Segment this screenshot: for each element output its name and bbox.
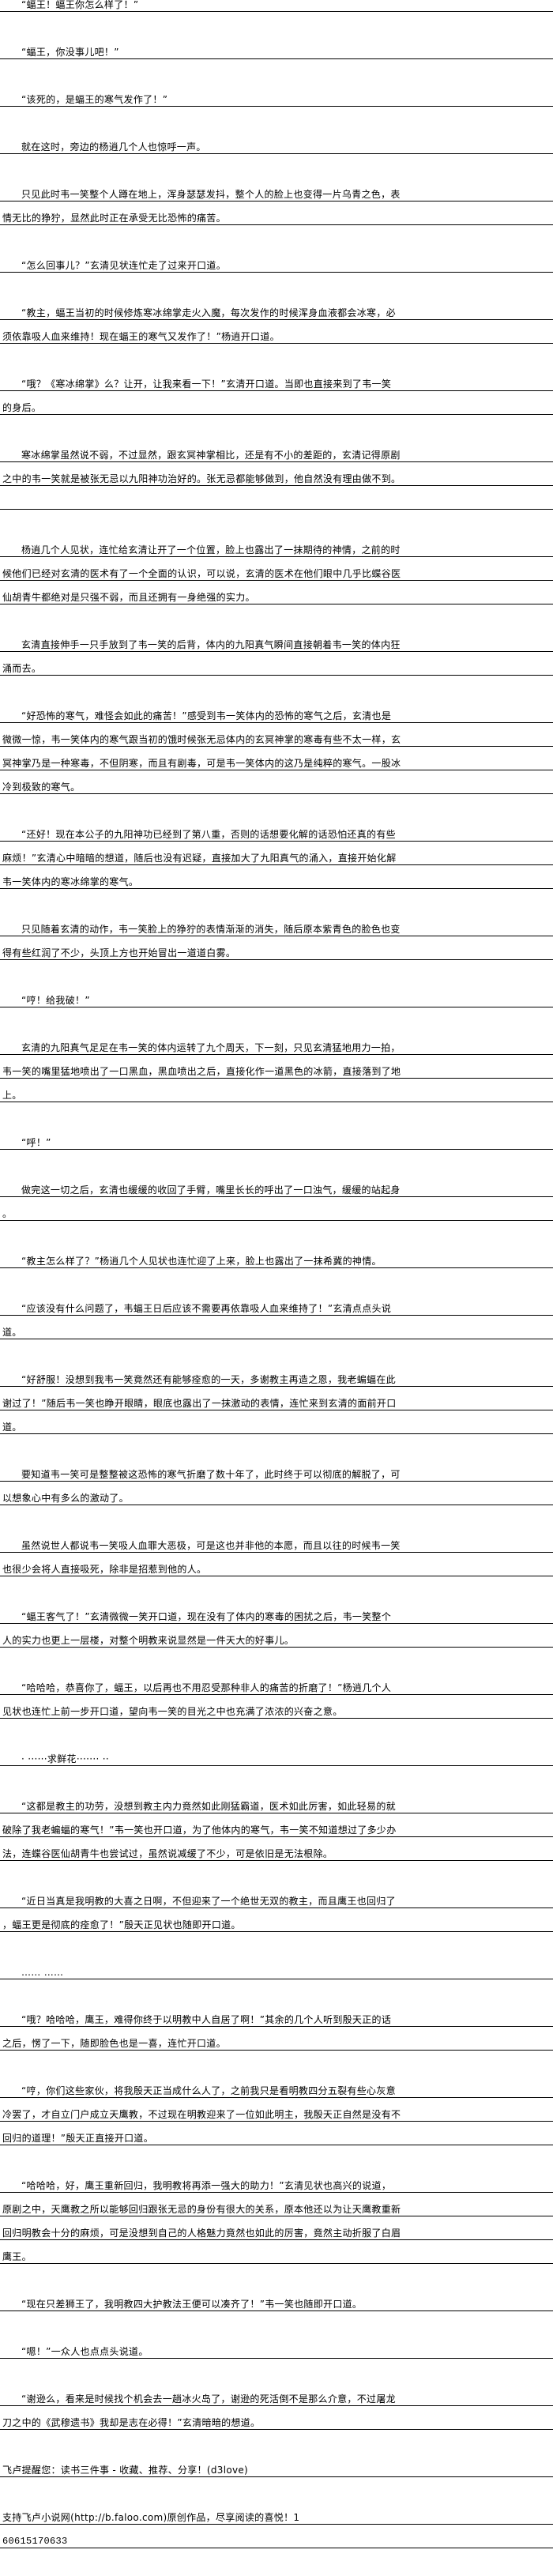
paragraph-line: 破除了我老蝙蝠的寒气！”韦一笑也开口道，为了他体内的寒气，韦一笑不知道想过了多少… bbox=[0, 1825, 553, 1837]
paragraph-line: 法，连蝶谷医仙胡青牛也尝试过，虽然说减缓了不少，可是依旧是无法根除。 bbox=[0, 1848, 553, 1861]
paragraph-line: 涌而去。 bbox=[0, 663, 553, 676]
paragraph-first-line: “哦？《寒冰绵掌》么？让开，让我来看一下！”玄清开口道。当即也直接来到了韦一笑 bbox=[0, 378, 553, 391]
paragraph-first-line: “蝠王客气了！”玄清微微一笑开口道，现在没有了体内的寒毒的困扰之后，韦一笑整个 bbox=[0, 1611, 553, 1624]
paragraph-first-line: “哈哈哈，好，鹰王重新回归，我明教将再添一强大的助力！”玄清见状也高兴的说道， bbox=[0, 2180, 553, 2193]
paragraph-line: 候他们已经对玄清的医术有了一个全面的认识，可以说，玄清的医术在他们眼中几乎比蝶谷… bbox=[0, 568, 553, 581]
paragraph-line: 上。 bbox=[0, 1090, 553, 1102]
paragraph-line: 麻烦！”玄清心中暗暗的想道，随后也没有迟疑，直接加大了九阳真气的涌入，直接开始化… bbox=[0, 853, 553, 865]
paragraph-line: 冷到极致的寒气。 bbox=[0, 781, 553, 794]
paragraph-line: 之中的韦一笑就是被张无忌以九阳神功治好的。张无忌都能够做到，他自然没有理由做不到… bbox=[0, 473, 553, 486]
paragraph-line: 微微一惊，韦一笑体内的寒气跟当初的饿时候张无忌体内的玄冥神掌的寒毒有些不太一样，… bbox=[0, 734, 553, 747]
paragraph-first-line: “哼，你们这些家伙，将我殷天正当成什么人了，之前我只是看明教四分五裂有些心灰意 bbox=[0, 2085, 553, 2098]
paragraph-first-line: “还好！现在本公子的九阳神功已经到了第八重，否则的话想要化解的话恐怕还真的有些 bbox=[0, 829, 553, 842]
paragraph-first-line: 玄清直接伸手一只手放到了韦一笑的后背，体内的九阳真气瞬间直接朝着韦一笑的体内狂 bbox=[0, 639, 553, 652]
paragraph-line: 道。 bbox=[0, 1422, 553, 1434]
paragraph-first-line: “现在只差狮王了，我明教四大护教法王便可以凑齐了！”韦一笑也随即开口道。 bbox=[0, 2299, 553, 2311]
paragraph-first-line: “教主，蝠王当初的时候修炼寒冰绵掌走火入魔，每次发作的时候浑身血液都会冰寒，必 bbox=[0, 307, 553, 320]
empty-ruled-line bbox=[0, 497, 553, 510]
paragraph-first-line: 要知道韦一笑可是整整被这恐怖的寒气折磨了数十年了，此时终于可以彻底的解脱了，可 bbox=[0, 1469, 553, 1482]
paragraph-first-line: …… …… bbox=[0, 1967, 553, 1979]
paragraph-line: 冷罢了，才自立门户成立天鹰教，不过现在明教迎来了一位如此明主，我殷天正自然是没有… bbox=[0, 2109, 553, 2122]
footer-line: 支持飞卢小说网(http://b.faloo.com)原创作品，尽享阅读的喜悦！… bbox=[0, 2512, 553, 2525]
paragraph-first-line: “嗯！”一众人也点点头说道。 bbox=[0, 2346, 553, 2359]
paragraph-first-line: “蝠王！蝠王你怎么样了！” bbox=[0, 0, 553, 12]
paragraph-first-line: 玄清的九阳真气足足在韦一笑的体内运转了九个周天，下一刻，只见玄清猛地用力一拍， bbox=[0, 1042, 553, 1055]
paragraph-line: 韦一笑体内的寒冰绵掌的寒气。 bbox=[0, 876, 553, 889]
paragraph-line: ，蝠王更是彻底的痊愈了！”殷天正见状也随即开口道。 bbox=[0, 1919, 553, 1932]
paragraph-line: 冥神掌乃是一种寒毒，不但阴寒，而且有剧毒，可是韦一笑体内的这乃是纯粹的寒气。一股… bbox=[0, 758, 553, 770]
paragraph-line: 之后，愣了一下，随即脸色也是一喜，连忙开口道。 bbox=[0, 2038, 553, 2051]
paragraph-line: 见状也连忙上前一步开口道，望向韦一笑的目光之中也充满了浓浓的兴奋之意。 bbox=[0, 1706, 553, 1719]
paragraph-line: 原剧之中，天鹰教之所以能够回归跟张无忌的身份有很大的关系，原本他还以为让天鹰教重… bbox=[0, 2204, 553, 2216]
paragraph-line: 道。 bbox=[0, 1327, 553, 1339]
paragraph-first-line: “呼！” bbox=[0, 1137, 553, 1150]
paragraph-line: 须依靠吸人血来维持！现在蝠王的寒气又发作了！”杨逍开口道。 bbox=[0, 331, 553, 344]
paragraph-line: 也很少会将人直接吸死，除非是招惹到他的人。 bbox=[0, 1564, 553, 1576]
paragraph-first-line: “这都是教主的功劳，没想到教主内力竟然如此刚猛霸道，医术如此厉害，如此轻易的就 bbox=[0, 1801, 553, 1813]
paragraph-first-line: 虽然说世人都说韦一笑吸人血罪大恶极，可是这也并非他的本愿，而且以往的时候韦一笑 bbox=[0, 1540, 553, 1553]
paragraph-first-line: 只见随着玄清的动作，韦一笑脸上的狰狞的表情渐渐的消失，随后原本紫青色的脸色也变 bbox=[0, 924, 553, 936]
paragraph-line: 刀之中的《武穆遗书》我却是志在必得！”玄清暗暗的想道。 bbox=[0, 2417, 553, 2430]
paragraph-line: 得有些红润了不少，头顶上方也开始冒出一道道白雾。 bbox=[0, 947, 553, 960]
paragraph-first-line: 寒冰绵掌虽然说不弱，不过显然，跟玄冥神掌相比，还是有不小的差距的，玄清记得原剧 bbox=[0, 450, 553, 462]
paragraph-first-line: “应该没有什么问题了，韦蝠王日后应该不需要再依靠吸人血来维持了！”玄清点点头说 bbox=[0, 1303, 553, 1316]
paragraph-first-line: “好舒服！没想到我韦一笑竟然还有能够痊愈的一天，多谢教主再造之恩，我老蝙蝠在此 bbox=[0, 1374, 553, 1387]
footer-line: 60615170633 bbox=[0, 2536, 553, 2548]
paragraph-line: 人的实力也更上一层楼，对整个明教来说显然是一件天大的好事儿。 bbox=[0, 1635, 553, 1648]
paragraph-line: 情无比的狰狞，显然此时正在承受无比恐怖的痛苦。 bbox=[0, 213, 553, 225]
footer-line: 飞卢提醒您：读书三件事 - 收藏、推荐、分享！(d3love) bbox=[0, 2465, 553, 2477]
paragraph-line: 回归明教会十分的麻烦，可是没想到自己的人格魅力竟然也如此的厉害，竟然主动折服了白… bbox=[0, 2228, 553, 2240]
paragraph-first-line: “哈哈哈，恭喜你了，蝠王，以后再也不用忍受那种非人的痛苦的折磨了！”杨逍几个人 bbox=[0, 1682, 553, 1695]
paragraph-line: 以想象心中有多么的激动了。 bbox=[0, 1493, 553, 1505]
paragraph-first-line: “怎么回事儿？”玄清见状连忙走了过来开口道。 bbox=[0, 260, 553, 273]
paragraph-first-line: “该死的，是蝠王的寒气发作了！” bbox=[0, 94, 553, 107]
paragraph-first-line: 就在这时，旁边的杨逍几个人也惊呼一声。 bbox=[0, 141, 553, 154]
paragraph-line: 回归的道理！”殷天正直接开口道。 bbox=[0, 2133, 553, 2145]
paragraph-line: 的身后。 bbox=[0, 402, 553, 415]
paragraph-first-line: “谢逊么，看来是时候找个机会去一趟冰火岛了，谢逊的死活倒不是那么介意，不过屠龙 bbox=[0, 2393, 553, 2406]
paragraph-first-line: · ······求鲜花······· ·· bbox=[0, 1753, 553, 1766]
paragraph-line: 谢过了！”随后韦一笑也睁开眼睛，眼底也露出了一抹激动的表情，连忙来到玄清的面前开… bbox=[0, 1398, 553, 1410]
paragraph-first-line: 杨逍几个人见状，连忙给玄清让开了一个位置，脸上也露出了一抹期待的神情，之前的时 bbox=[0, 544, 553, 557]
paragraph-first-line: “哼！给我破！” bbox=[0, 995, 553, 1007]
paragraph-first-line: 只见此时韦一笑整个人蹲在地上，浑身瑟瑟发抖，整个人的脸上也变得一片乌青之色，表 bbox=[0, 189, 553, 201]
paragraph-first-line: “蝠王，你没事儿吧！” bbox=[0, 47, 553, 59]
paragraph-first-line: “好恐怖的寒气，难怪会如此的痛苦！”感受到韦一笑体内的恐怖的寒气之后，玄清也是 bbox=[0, 710, 553, 723]
paragraph-first-line: “近日当真是我明教的大喜之日啊，不但迎来了一个绝世无双的教主，而且鹰王也回归了 bbox=[0, 1896, 553, 1908]
paragraph-first-line: “哦？哈哈哈，鹰王，难得你终于以明教中人自居了啊！”其余的几个人听到殷天正的话 bbox=[0, 2014, 553, 2027]
paragraph-first-line: “教主怎么样了？”杨逍几个人见状也连忙迎了上来，脸上也露出了一抹希冀的神情。 bbox=[0, 1256, 553, 1268]
paragraph-line: 仙胡青牛都绝对是只强不弱，而且还拥有一身绝强的实力。 bbox=[0, 592, 553, 604]
paragraph-line: 。 bbox=[0, 1208, 553, 1221]
paragraph-first-line: 做完这一切之后，玄清也缓缓的收回了手臂，嘴里长长的呼出了一口浊气，缓缓的站起身 bbox=[0, 1184, 553, 1197]
paragraph-line: 鹰王。 bbox=[0, 2251, 553, 2264]
paragraph-line: 韦一笑的嘴里猛地喷出了一口黑血，黑血喷出之后，直接化作一道黑色的冰箭，直接落到了… bbox=[0, 1066, 553, 1079]
